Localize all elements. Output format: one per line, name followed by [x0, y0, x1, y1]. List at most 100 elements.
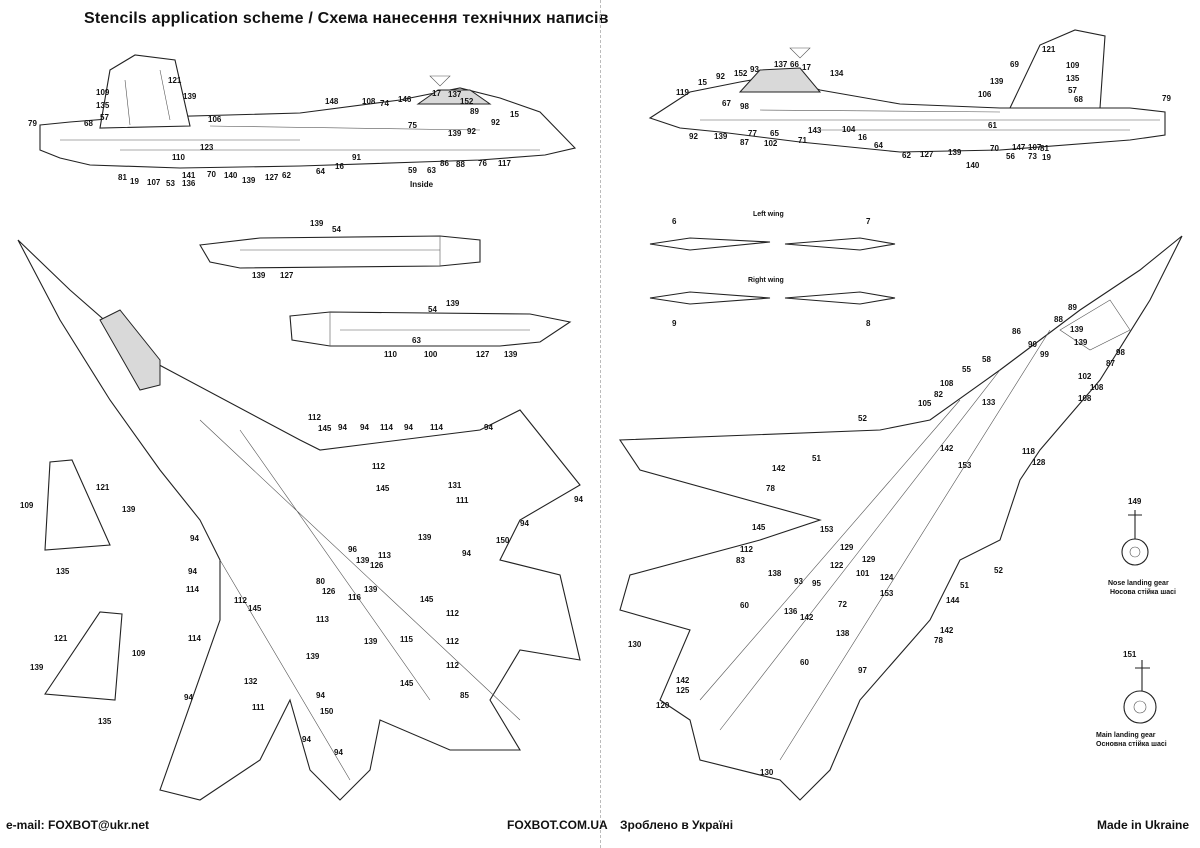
bottom-view-label: 138	[768, 569, 782, 578]
right-profile-label: 92	[689, 132, 698, 141]
fin-right-label: 109	[132, 649, 146, 658]
bottom-view-label: 87	[1106, 359, 1115, 368]
right-profile-label: 121	[1042, 45, 1056, 54]
right-profile-labels: 121 109 135 57 68 79 69 139 106 61 19 81…	[676, 45, 1171, 170]
top-view-label: 94	[574, 495, 583, 504]
engine-upper-label: 127	[280, 271, 294, 280]
main-gear-detail: 151 Main landing gear Основна стійка шас…	[1096, 650, 1167, 748]
top-view-label: 139	[306, 652, 320, 661]
right-profile-label: 93	[750, 65, 759, 74]
top-view-label: 145	[318, 424, 332, 433]
bottom-view-label: 97	[858, 666, 867, 675]
engine-nacelle-lower	[289, 311, 572, 347]
bottom-view-label: 142	[940, 444, 954, 453]
left-profile-view	[39, 54, 577, 169]
nose-gear-detail: 149 Nose landing gear Носова стійка шасі	[1108, 497, 1176, 596]
bottom-view-label: 52	[858, 414, 867, 423]
bottom-view-label: 60	[800, 658, 809, 667]
left-profile-label: 136	[182, 179, 196, 188]
left-profile-label: 140	[224, 171, 238, 180]
top-view-label: 145	[248, 604, 262, 613]
left-profile-label: 117	[498, 159, 511, 168]
bottom-view-label: 51	[812, 454, 821, 463]
right-profile-label: 65	[770, 129, 779, 138]
bottom-view-label: 142	[940, 626, 954, 635]
right-profile-label: 106	[978, 90, 992, 99]
top-view-label: 112	[446, 637, 459, 646]
left-profile-label: 62	[282, 171, 291, 180]
bottom-view-label: 93	[794, 577, 803, 586]
bottom-view-label: 98	[1116, 348, 1125, 357]
left-profile-label: 139	[242, 176, 256, 185]
page-title: Stencils application scheme / Схема нане…	[84, 10, 609, 27]
inside-caption: Inside	[410, 180, 434, 189]
wing-stencil-label: 8	[866, 319, 871, 328]
left-profile-label: 17	[432, 89, 441, 98]
right-profile-label: 127	[920, 150, 934, 159]
engine-lower-labels: 54 139 63 110 100 127 139	[384, 299, 518, 359]
right-profile-label: 92	[716, 72, 725, 81]
top-view-label: 94	[334, 748, 343, 757]
left-profile-label: 88	[456, 160, 465, 169]
top-view-label: 112	[308, 413, 321, 422]
left-profile-label: 16	[335, 162, 344, 171]
top-view-label: 96	[348, 545, 357, 554]
left-profile-label: 57	[100, 113, 109, 122]
right-profile-label: 15	[698, 78, 707, 87]
right-profile-label: 102	[764, 139, 778, 148]
top-view-label: 114	[188, 634, 201, 643]
left-profile-label: 137	[448, 90, 462, 99]
top-view-label: 139	[364, 585, 378, 594]
top-view-label: 139	[356, 556, 370, 565]
bottom-view-label: 128	[1032, 458, 1046, 467]
bottom-view-label: 58	[982, 355, 991, 364]
engine-lower-label: 110	[384, 350, 397, 359]
wing-stencil-label: 6	[672, 217, 677, 226]
bottom-view-label: 78	[934, 636, 943, 645]
engine-lower-label: 127	[476, 350, 490, 359]
top-view-label: 94	[484, 423, 493, 432]
right-profile-label: 81	[1040, 144, 1049, 153]
top-view-label: 112	[446, 609, 459, 618]
left-profile-label: 141	[182, 171, 196, 180]
bottom-view-label: 130	[628, 640, 642, 649]
top-view-label: 94	[360, 423, 369, 432]
bottom-view-labels: 89 88 139 139 98 86 87 90 99 58 102 108 …	[628, 303, 1125, 777]
bottom-view-label: 129	[862, 555, 876, 564]
bottom-view-label: 139	[1074, 338, 1088, 347]
left-profile-label: 70	[207, 170, 216, 179]
right-profile-label: 139	[714, 132, 728, 141]
footer-made-ua: Зроблено в Україні	[620, 818, 734, 832]
right-profile-label: 79	[1162, 94, 1171, 103]
footer-site: FOXBOT.COM.UA	[507, 818, 608, 832]
top-view-label: 94	[316, 691, 325, 700]
bottom-view-label: 142	[800, 613, 814, 622]
bottom-view-label: 83	[736, 556, 745, 565]
right-profile-label: 66	[790, 60, 799, 69]
bottom-view-label: 108	[1078, 394, 1092, 403]
right-profile-label: 140	[966, 161, 980, 170]
right-profile-label: 98	[740, 102, 749, 111]
bottom-view	[618, 235, 1183, 801]
right-profile-view	[648, 29, 1166, 153]
top-view-label: 145	[376, 484, 390, 493]
left-profile-label: 92	[491, 118, 500, 127]
right-profile-label: 67	[722, 99, 731, 108]
left-profile-label: 76	[478, 159, 487, 168]
right-profile-label: 16	[858, 133, 867, 142]
top-view-label: 113	[316, 615, 329, 624]
engine-lower-label: 100	[424, 350, 438, 359]
top-view-label: 115	[400, 635, 413, 644]
bottom-view-label: 129	[840, 543, 854, 552]
fin-left-label: 109	[20, 501, 34, 510]
bottom-view-label: 139	[1070, 325, 1084, 334]
page-divider	[600, 0, 601, 848]
bottom-view-label: 142	[772, 464, 786, 473]
left-profile-label: 19	[130, 177, 139, 186]
bottom-view-label: 145	[752, 523, 766, 532]
top-view-label: 94	[188, 567, 197, 576]
bottom-view-label: 101	[856, 569, 870, 578]
gear-label: 149	[1128, 497, 1142, 506]
bottom-view-label: 125	[676, 686, 690, 695]
left-profile-label: 139	[183, 92, 197, 101]
